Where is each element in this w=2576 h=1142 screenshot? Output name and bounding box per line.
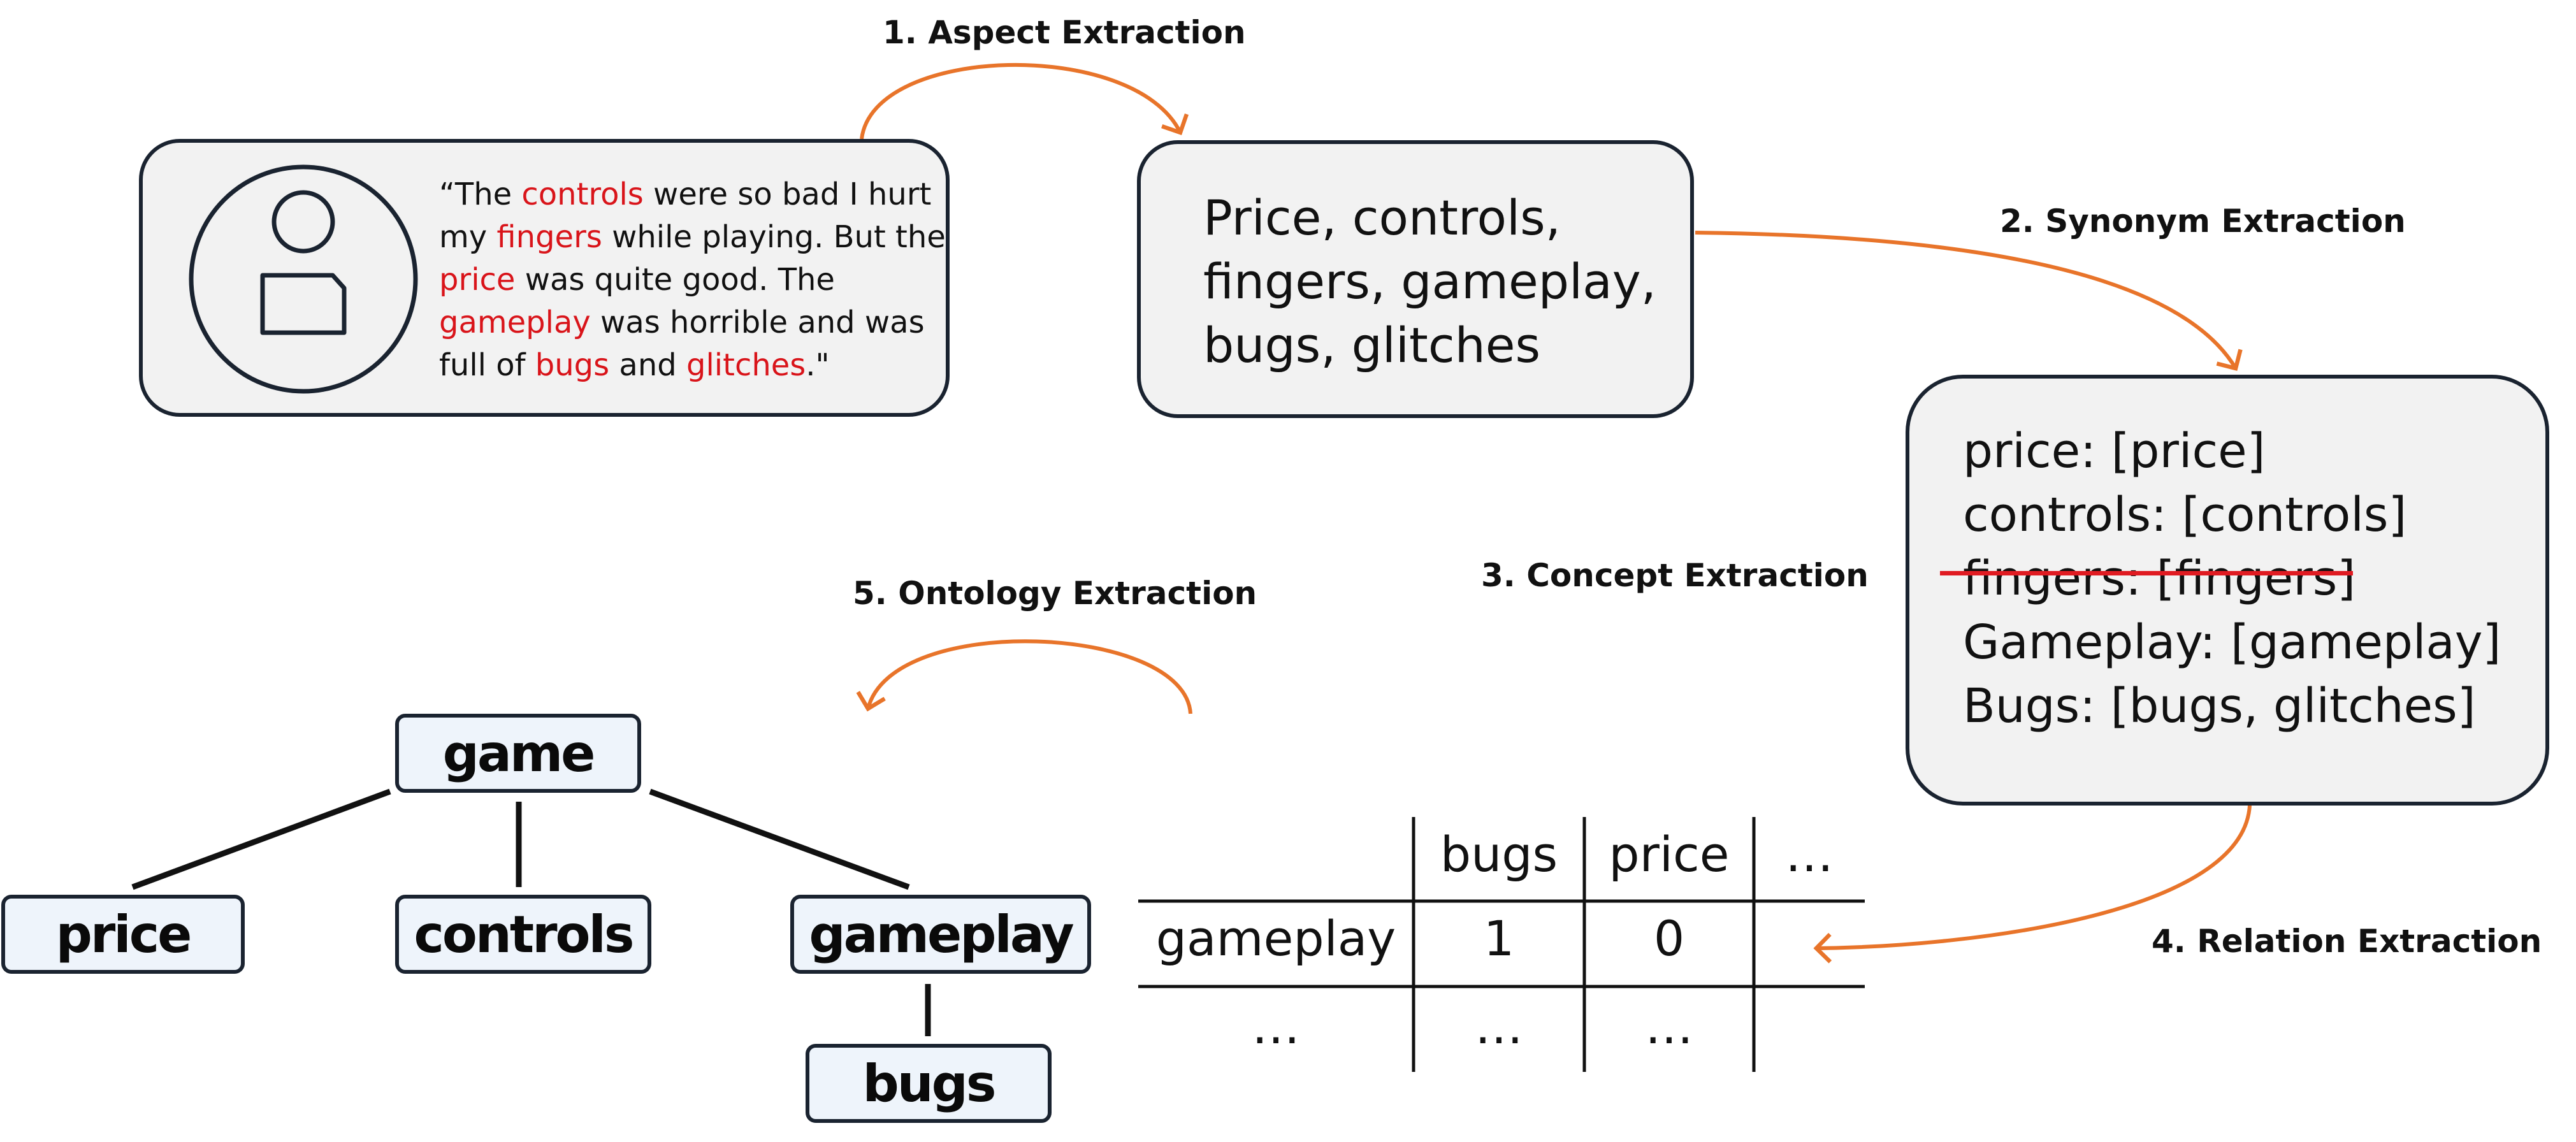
review-text-segment: and <box>609 347 686 383</box>
synonym-line-fingers-struck: fingers: [fingers] <box>1963 551 2356 606</box>
matrix-col-header-bugs: bugs <box>1440 826 1558 883</box>
matrix-col-header-more: … <box>1785 826 1834 883</box>
review-box: “The controls were so bad I hurt my fing… <box>139 139 950 417</box>
aspects-line: bugs, glitches <box>1203 317 1541 373</box>
highlighted-aspect-term: bugs <box>535 347 610 383</box>
review-text-segment: was horrible and was full of <box>439 305 925 383</box>
matrix-cell-gameplay-price: 0 <box>1653 910 1685 967</box>
review-text-segment: was quite good. The <box>515 262 835 298</box>
tree-edge-game-gameplay <box>649 788 910 890</box>
matrix-row-label-more: … <box>1252 998 1300 1055</box>
aspects-line: Price, controls, <box>1203 189 1561 246</box>
matrix-cell-gameplay-bugs: 1 <box>1483 910 1515 967</box>
arrow-relation-extraction <box>1813 805 2252 964</box>
step-label-ontology-extraction: 5. Ontology Extraction <box>853 575 1257 612</box>
step-label-relation-extraction: 4. Relation Extraction <box>2152 923 2542 960</box>
matrix-cell-more-bugs: … <box>1475 998 1523 1055</box>
ontology-node-price: price <box>1 895 245 974</box>
arrow-aspect-extraction <box>860 62 1189 140</box>
step-label-concept-extraction: 3. Concept Extraction <box>1481 557 1869 594</box>
matrix-col-header-price: price <box>1609 826 1730 883</box>
ontology-node-gameplay: gameplay <box>790 895 1091 974</box>
synonyms-list: price: [price] controls: [controls] fing… <box>1963 419 2501 738</box>
aspects-list: Price, controls, fingers, gameplay, bugs… <box>1203 186 1656 377</box>
review-quote: “The controls were so bad I hurt my fing… <box>439 173 949 387</box>
aspects-box: Price, controls, fingers, gameplay, bugs… <box>1137 140 1694 418</box>
synonym-line-gameplay: Gameplay: [gameplay] <box>1963 615 2501 670</box>
review-text-segment: were so bad I hurt my <box>439 177 932 255</box>
arrow-synonym-extraction <box>1695 231 2243 371</box>
matrix-row-label-gameplay: gameplay <box>1155 910 1396 967</box>
strikethrough-line <box>1940 571 2353 575</box>
ontology-node-game: game <box>395 714 641 793</box>
ontology-node-bugs: bugs <box>806 1044 1052 1123</box>
ontology-node-controls: controls <box>395 895 651 974</box>
step-label-aspect-extraction: 1. Aspect Extraction <box>883 14 1246 51</box>
review-text-segment: “The <box>439 177 522 212</box>
user-icon <box>189 164 418 394</box>
aspects-line: fingers, gameplay, <box>1203 253 1656 310</box>
highlighted-aspect-term: fingers <box>496 219 602 255</box>
highlighted-aspect-term: controls <box>521 177 644 212</box>
review-text-segment: ." <box>806 347 830 383</box>
step-label-synonym-extraction: 2. Synonym Extraction <box>2000 203 2406 240</box>
synonyms-box: price: [price] controls: [controls] fing… <box>1906 375 2549 806</box>
review-text-segment: while playing. But the <box>602 219 946 255</box>
matrix-cell-more-price: … <box>1645 998 1693 1055</box>
synonym-line-price: price: [price] <box>1963 424 2266 479</box>
highlighted-aspect-term: price <box>439 262 516 298</box>
tree-edge-game-price <box>131 788 391 890</box>
synonym-line-controls: controls: [controls] <box>1963 488 2407 542</box>
synonym-line-bugs: Bugs: [bugs, glitches] <box>1963 679 2476 734</box>
highlighted-aspect-term: gameplay <box>439 305 591 340</box>
highlighted-aspect-term: glitches <box>686 347 806 383</box>
arrow-ontology-extraction <box>856 639 1192 714</box>
